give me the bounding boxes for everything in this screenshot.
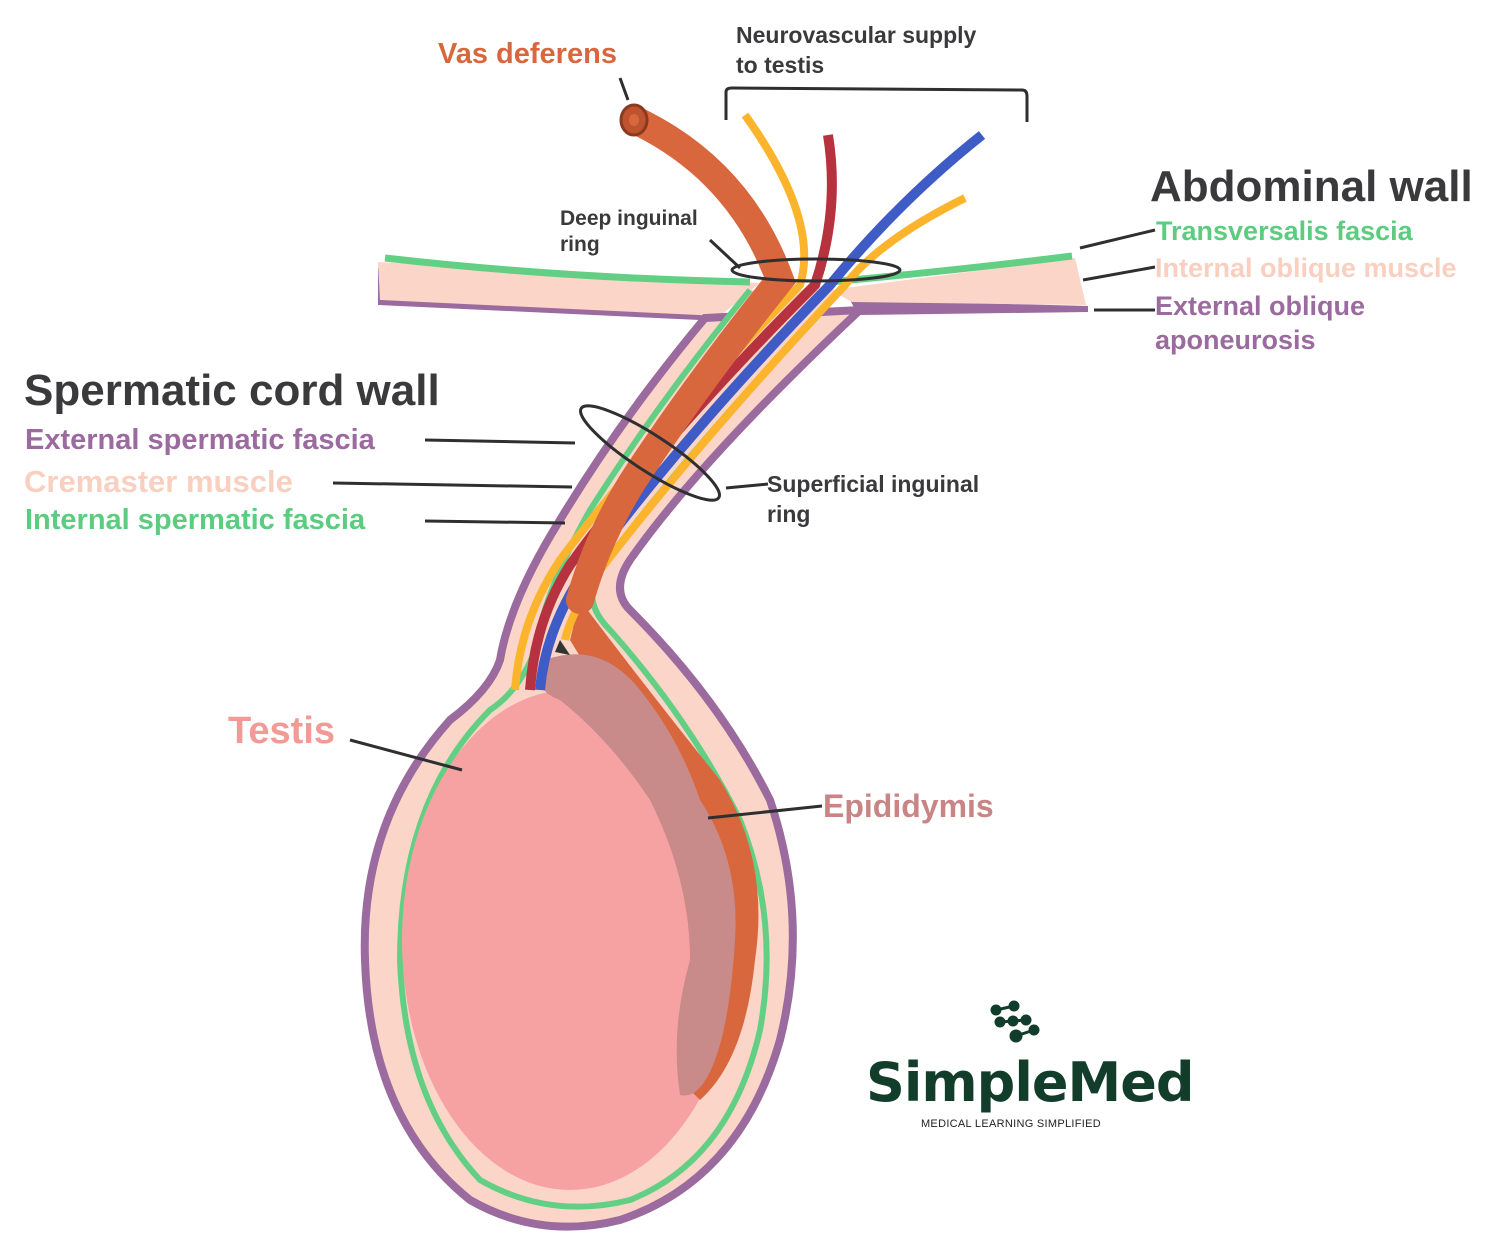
label-vas-deferens: Vas deferens (438, 38, 617, 70)
label-external-spermatic-fascia: External spermatic fascia (25, 424, 375, 456)
leader-vas-deferens (618, 77, 630, 101)
label-internal-spermatic-fascia: Internal spermatic fascia (25, 504, 366, 536)
abdominal-wall (378, 252, 1088, 320)
leader-internal-spermatic (424, 519, 566, 525)
label-testis: Testis (228, 710, 336, 752)
leader-testis (349, 738, 463, 772)
logo-tagline: MEDICAL LEARNING SIMPLIFIED (920, 1118, 1102, 1130)
leader-deep-ring (708, 238, 742, 270)
superficial-inguinal-ring (579, 404, 721, 502)
label-transversalis-fascia: Transversalis fascia (1156, 216, 1413, 246)
internal-oblique-layer (378, 262, 760, 316)
label-deep-ring-line2: ring (560, 233, 600, 256)
leader-lines (332, 77, 1156, 820)
transversalis-fascia-layer (384, 254, 751, 286)
leader-superficial-ring (725, 482, 769, 490)
label-neurovascular-line2: to testis (736, 52, 825, 78)
external-oblique-aponeurosis-layer-right (850, 300, 1088, 315)
deep-inguinal-ring (730, 257, 902, 283)
leader-epididymis (707, 804, 823, 820)
vas-deferens-upper (566, 106, 796, 614)
internal-oblique-layer-right (830, 258, 1086, 305)
logo-wordmark: SimpleMed (866, 1051, 1194, 1114)
label-external-oblique-line2: aponeurosis (1155, 325, 1316, 355)
leader-cremaster (332, 481, 573, 489)
heading-spermatic-cord-wall: Spermatic cord wall (24, 366, 440, 415)
molecule-icon (990, 1000, 1040, 1043)
heading-abdominal-wall: Abdominal wall (1150, 162, 1473, 211)
leader-external-spermatic (424, 438, 576, 445)
label-cremaster-muscle: Cremaster muscle (24, 464, 293, 499)
epididymis-shape (540, 654, 736, 1096)
testis-shape (402, 690, 738, 1190)
leader-transversalis (1079, 228, 1156, 250)
label-external-oblique-line1: External oblique (1155, 291, 1366, 321)
label-internal-oblique: Internal oblique muscle (1155, 253, 1457, 283)
bracket-neurovascular (724, 86, 1029, 122)
vas-triangle-mark (555, 640, 570, 655)
label-neurovascular-line1: Neurovascular supply (736, 22, 977, 48)
vein (535, 131, 986, 691)
label-superficial-ring-line1: Superficial inguinal (767, 471, 980, 497)
label-superficial-ring-line2: ring (767, 501, 811, 527)
leader-internal-oblique (1082, 265, 1156, 282)
label-epididymis: Epididymis (823, 788, 994, 824)
simplemed-logo: SimpleMed MEDICAL LEARNING SIMPLIFIED (866, 1000, 1194, 1130)
label-deep-ring-line1: Deep inguinal (560, 207, 698, 230)
cord-contents (511, 103, 986, 691)
vas-deferens-lumen-inner (629, 114, 639, 126)
